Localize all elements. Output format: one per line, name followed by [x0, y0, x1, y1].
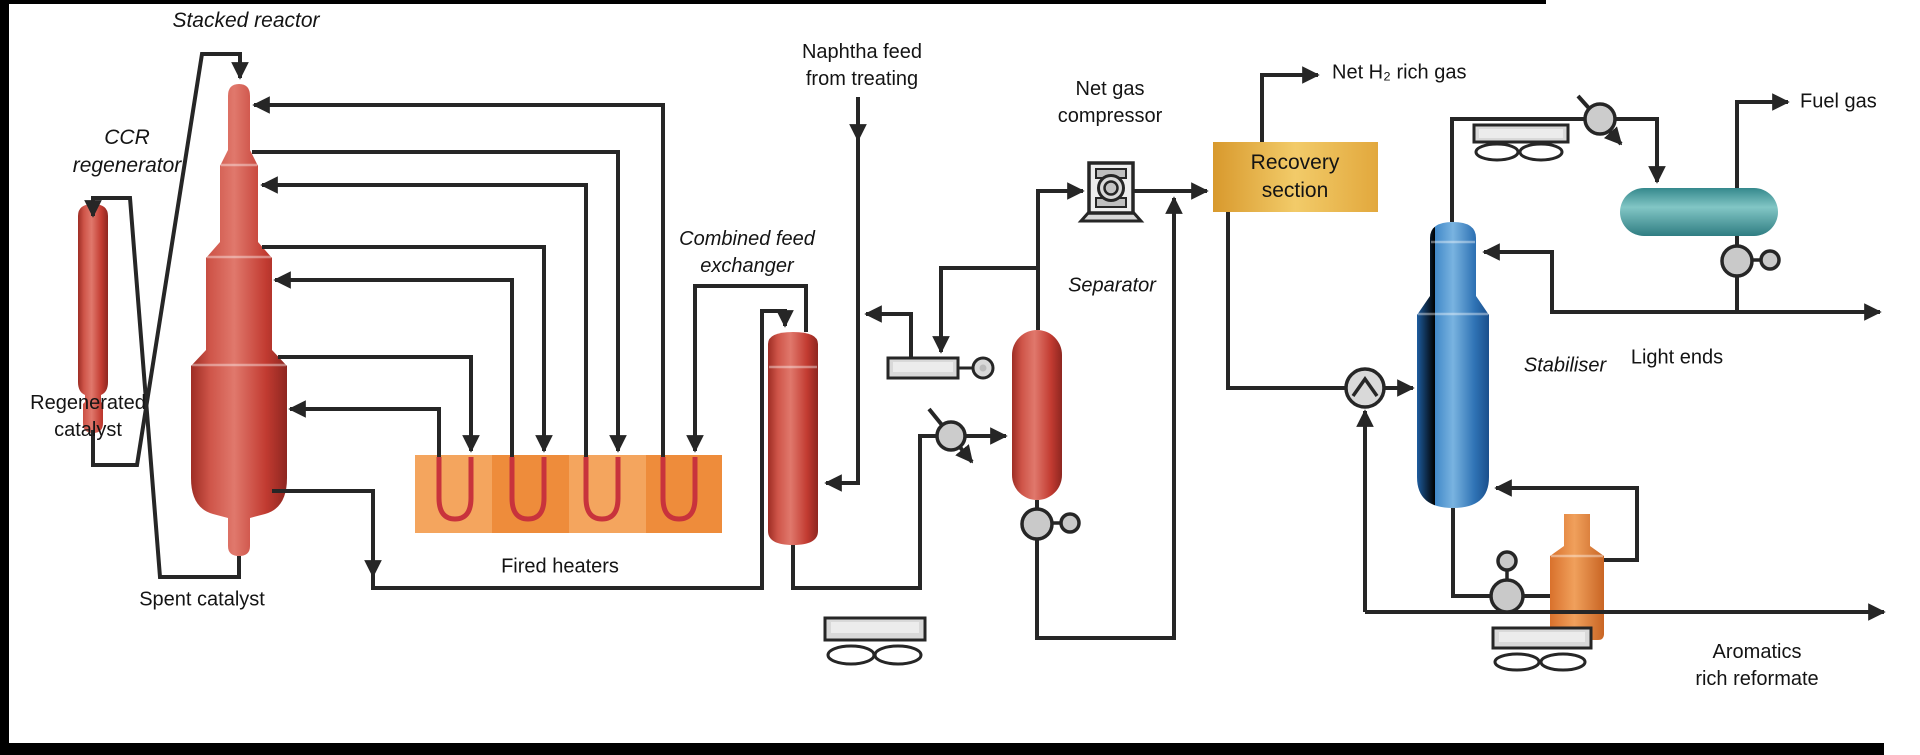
exchanger-to-heater4-line	[686, 284, 808, 453]
reflux-pump-icon	[1720, 244, 1781, 278]
stacked-reactor-vessel	[191, 84, 287, 556]
regenerated-catalyst-line	[91, 52, 249, 467]
net-h2-rich-gas-label: Net H₂ rich gas	[1332, 61, 1467, 84]
separator-vessel	[1012, 330, 1062, 500]
spent-catalyst-line	[84, 196, 241, 579]
recycle-cooler-feed-line	[932, 266, 1038, 354]
reactor-effluent-line	[272, 489, 382, 578]
recycle-gas-join-line	[864, 305, 913, 358]
light-ends-label: Light ends	[1630, 346, 1724, 369]
reflux-line	[1482, 243, 1737, 314]
spent-catalyst-label: Spent catalyst	[139, 588, 265, 611]
recovery-section-label: Recovery section	[1250, 150, 1340, 202]
naphtha-feed-label: Naphtha feed from treating	[801, 41, 923, 90]
stabiliser-overhead-line	[1450, 117, 1588, 222]
stabiliser-vessel	[1417, 222, 1489, 508]
net-gas-compressor-icon	[1077, 161, 1145, 223]
recovery-bottoms-line	[1226, 212, 1348, 390]
stacked-reactor-label: Stacked reactor	[172, 8, 320, 32]
recycle-gas-cooler-icon	[886, 356, 995, 380]
naphtha-feed-line	[824, 138, 860, 492]
stabiliser-bands	[1418, 240, 1488, 316]
reactor1-to-heater3-line	[252, 150, 627, 453]
combined-feed-exchanger-label: Combined feed exchanger	[679, 228, 815, 277]
stabiliser-bottoms-pump-icon	[1489, 550, 1525, 614]
reactor2-to-heater2-line	[262, 245, 553, 453]
compressor-suction-line	[1036, 182, 1085, 330]
combined-feed-exchanger-vessel	[768, 332, 818, 545]
heater-u-tube-icon	[436, 457, 698, 522]
heater1-to-reactor4-line	[288, 400, 441, 457]
overhead-valve-icon	[1583, 102, 1617, 136]
reformate-air-cooler-icon	[1491, 626, 1593, 672]
frame-bottom-bar	[0, 743, 1884, 755]
reboiler-return-line	[1494, 479, 1639, 562]
overhead-air-cooler-icon	[1472, 123, 1570, 162]
feed-bottoms-exchanger-icon	[1344, 367, 1386, 409]
effluent-air-cooler-icon	[823, 616, 927, 666]
exchanger-to-separator-line	[791, 427, 1008, 590]
separator-bottoms-pump-icon	[1020, 507, 1081, 541]
fuel-gas-label: Fuel gas	[1800, 90, 1877, 113]
frame-left-bar	[0, 0, 9, 755]
effluent-to-exchanger-line	[371, 309, 794, 590]
regenerated-catalyst-label: Regenerated catalyst	[30, 392, 146, 441]
ccr-regenerator-label: CCR regenerator	[72, 125, 182, 177]
separator-inlet-valve-icon	[935, 420, 967, 452]
separator-bottoms-line	[1035, 196, 1183, 640]
fired-heater-box	[415, 455, 722, 533]
fired-heaters-label: Fired heaters	[501, 555, 619, 578]
stabiliser-label: Stabiliser	[1523, 354, 1607, 377]
aromatics-rich-reformate-label: Aromatics rich reformate	[1695, 641, 1819, 690]
overhead-to-drum-line	[1612, 117, 1666, 184]
recovery-section-box	[1213, 142, 1378, 212]
heater2-to-reactor3-line	[273, 271, 514, 457]
ccr-regenerator-vessel	[78, 204, 108, 433]
heater3-to-reactor2-line	[260, 176, 588, 457]
reactor-tier-bands	[192, 163, 286, 367]
separator-label: Separator	[1068, 274, 1156, 297]
net-h2-line	[1260, 66, 1320, 142]
frame-top-bar	[0, 0, 1546, 4]
reboiler-vessel	[1550, 514, 1604, 640]
net-gas-compressor-label: Net gas compressor	[1057, 78, 1163, 127]
reactor3-to-heater1-line	[278, 355, 480, 453]
fuel-gas-line	[1735, 93, 1790, 188]
heater4-to-reactor1-line	[252, 96, 665, 457]
reflux-drum-vessel	[1620, 188, 1778, 236]
